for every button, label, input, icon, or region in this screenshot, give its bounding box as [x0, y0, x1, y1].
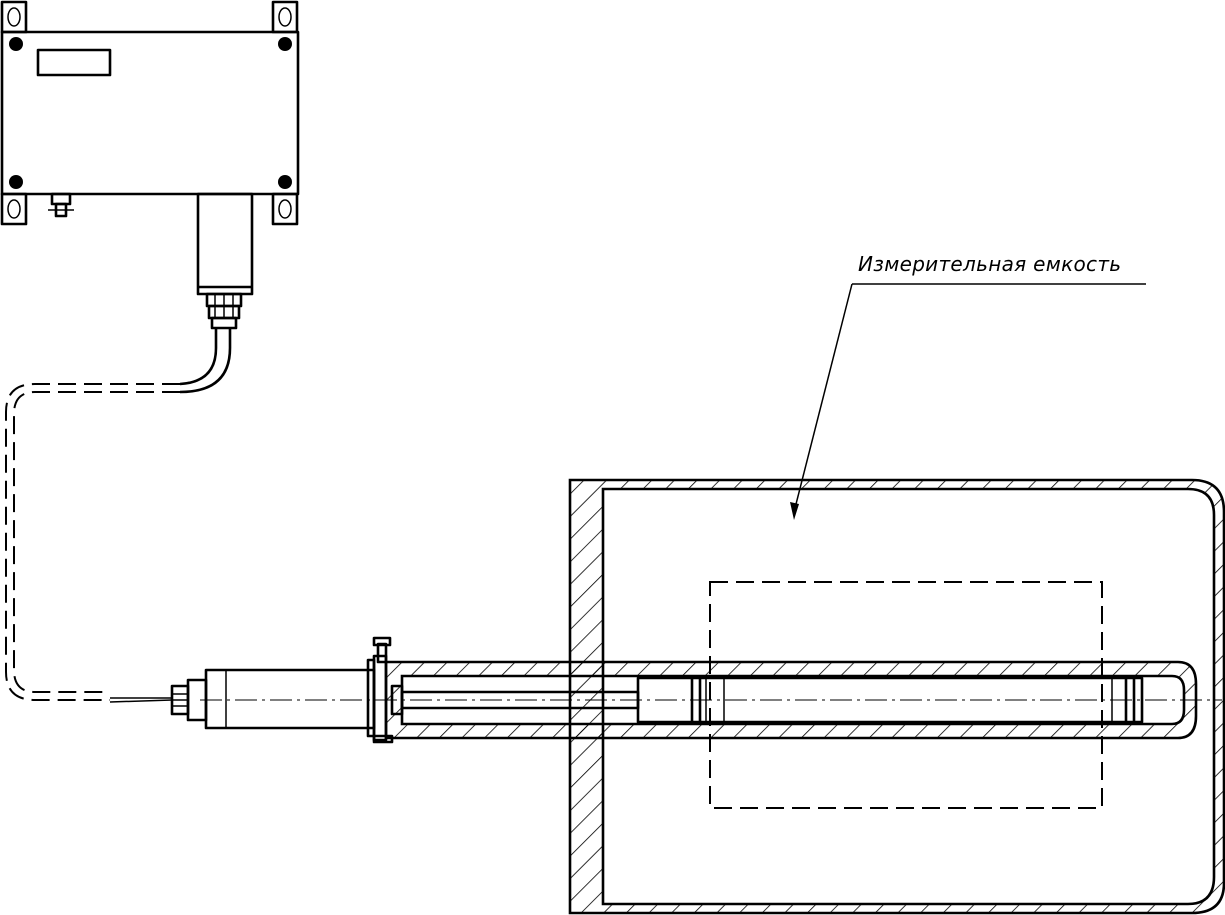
mounting-flange — [366, 636, 394, 744]
sensor-head — [204, 668, 376, 730]
cable-dashed-run — [5, 383, 180, 701]
cable — [5, 328, 232, 703]
mounting-bracket-bottom-left — [0, 192, 28, 226]
cable-gland-top — [205, 292, 243, 330]
junction-box-nameplate — [36, 48, 112, 77]
vessel-wall-hatched — [568, 478, 1225, 915]
screw-bottom-left — [9, 175, 23, 189]
measuring-vessel — [568, 478, 1225, 915]
sensing-element — [636, 676, 1144, 724]
mounting-bracket-top-left — [0, 0, 28, 34]
junction-box-body — [0, 30, 300, 196]
vessel-sensor-zone-dashed — [709, 581, 1103, 809]
mounting-bracket-top-right — [271, 0, 299, 34]
junction-box-neck — [196, 192, 254, 296]
junction-box — [0, 0, 300, 330]
cable-gland-sensor — [170, 678, 208, 722]
callout-leader — [790, 283, 1146, 520]
screw-top-right — [278, 37, 292, 51]
ground-terminal — [48, 192, 74, 218]
thermowell — [384, 660, 1198, 740]
mounting-bracket-bottom-right — [271, 192, 299, 226]
screw-bottom-right — [278, 175, 292, 189]
screw-top-left — [9, 37, 23, 51]
thermowell-wall-hatched — [384, 660, 1198, 740]
callout-label-measuring-vessel: Измерительная емкость — [858, 252, 1122, 276]
clamp-screw — [376, 642, 388, 664]
